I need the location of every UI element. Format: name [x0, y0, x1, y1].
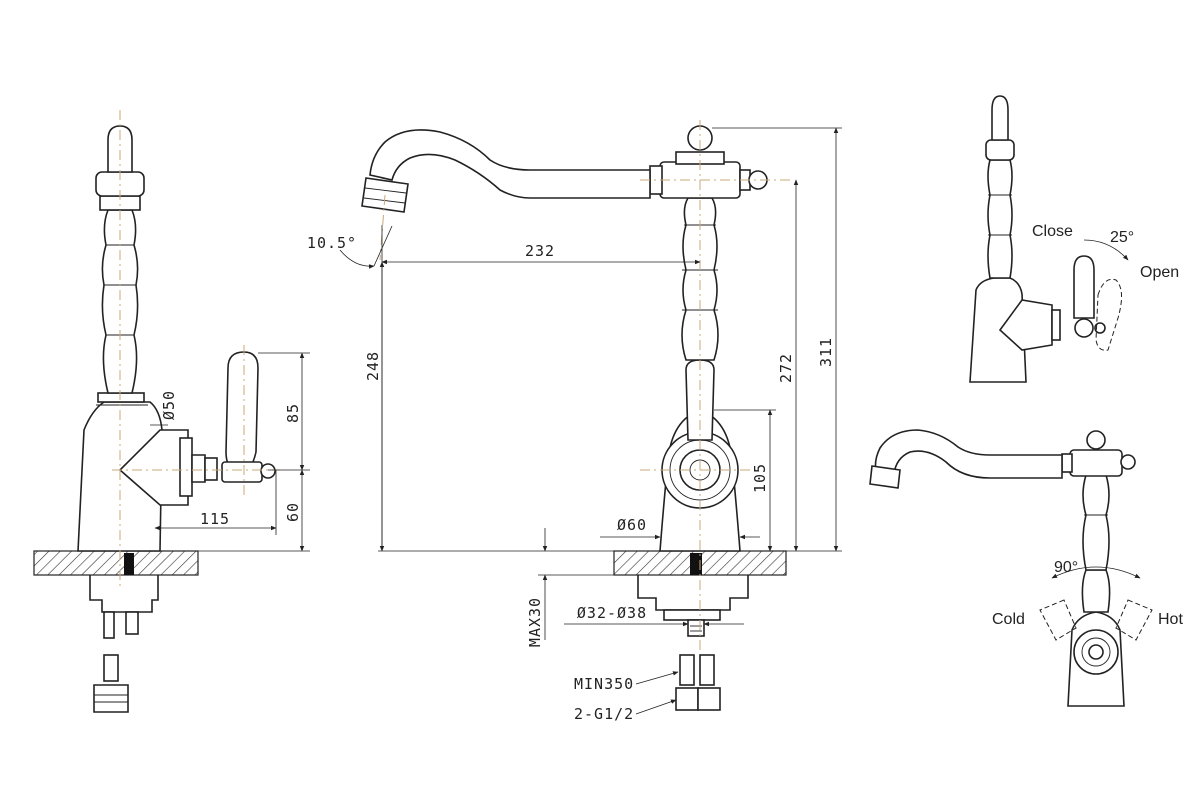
front-view: 232 10.5° 248 311 272 105 Ø60 MAX30 Ø3: [307, 120, 842, 723]
dim-min350: MIN350: [574, 675, 634, 693]
dim-connection: 2-G1/2: [574, 705, 634, 723]
dim-272: 272: [777, 353, 795, 383]
dim-10-5-deg: 10.5°: [307, 234, 357, 252]
label-close: Close: [1032, 223, 1073, 240]
dim-dia-50: Ø50: [160, 390, 178, 420]
label-lever-angle: 25°: [1110, 229, 1134, 246]
countertop-left: [33, 550, 199, 576]
mount-shank-left: [124, 553, 134, 575]
dim-dia-60: Ø60: [617, 516, 647, 534]
dim-60: 60: [284, 502, 302, 522]
dim-311: 311: [817, 337, 835, 367]
mount-shank-center: [690, 553, 702, 575]
dim-115: 115: [200, 510, 230, 528]
label-cold: Cold: [992, 611, 1025, 628]
side-view: 85 60 115 Ø50: [33, 110, 310, 713]
label-rotation: 90°: [1054, 559, 1078, 576]
dim-248: 248: [364, 351, 382, 381]
label-hot: Hot: [1158, 611, 1183, 628]
rotation-view: 90° Cold Hot: [869, 429, 1183, 707]
dim-105: 105: [751, 463, 769, 493]
dim-232: 232: [525, 242, 555, 260]
lever-angle-view: Close 25° Open: [969, 95, 1179, 383]
label-open: Open: [1140, 264, 1179, 281]
dim-max30: MAX30: [526, 597, 544, 647]
dim-85: 85: [284, 403, 302, 423]
dim-hole-diameter: Ø32-Ø38: [577, 604, 647, 622]
